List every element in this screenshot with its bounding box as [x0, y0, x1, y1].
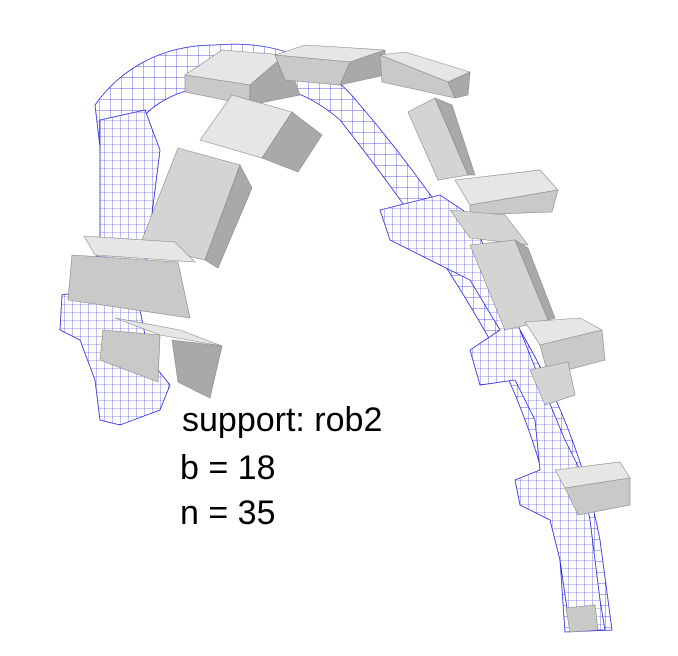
- block: [274, 44, 386, 86]
- block: [379, 51, 471, 99]
- block: [449, 209, 529, 246]
- block: [524, 317, 606, 376]
- block: [407, 97, 476, 181]
- block: [67, 235, 196, 319]
- block: [565, 604, 599, 633]
- block: [529, 361, 576, 406]
- voussoir-blocks: [67, 44, 631, 633]
- arch-mesh-band: [94, 43, 613, 633]
- block: [469, 239, 556, 331]
- block: [199, 94, 323, 173]
- block: [454, 169, 559, 216]
- n-value-label: n = 35: [180, 494, 276, 532]
- block: [99, 317, 223, 399]
- b-value-label: b = 18: [180, 449, 276, 487]
- block: [139, 147, 253, 269]
- block: [554, 461, 631, 516]
- support-label: support: rob2: [182, 401, 383, 439]
